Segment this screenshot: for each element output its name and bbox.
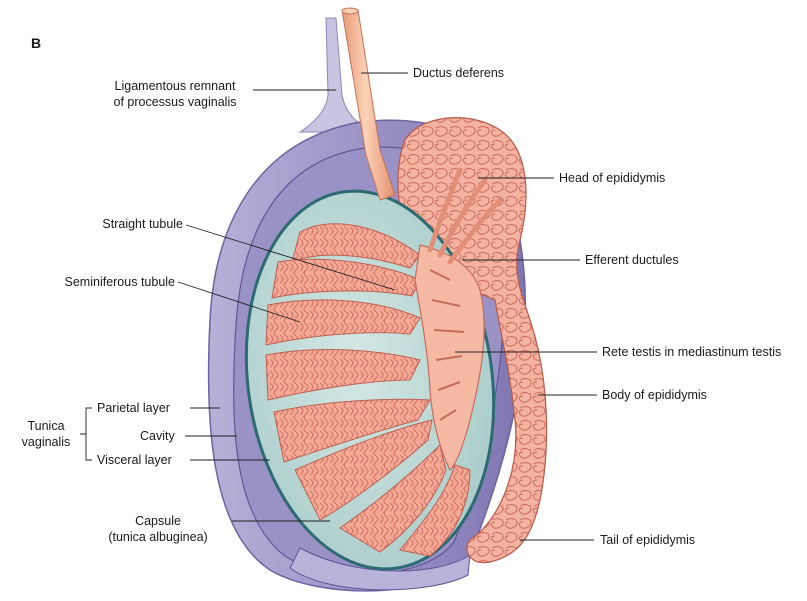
label-capsule-line2: (tunica albuginea) bbox=[86, 529, 230, 545]
label-tail-of-epididymis: Tail of epididymis bbox=[600, 532, 695, 548]
label-capsule-line1: Capsule bbox=[86, 513, 230, 529]
tunica-bracket bbox=[80, 408, 92, 460]
panel-letter: B bbox=[31, 35, 41, 51]
label-straight-tubule: Straight tubule bbox=[60, 216, 183, 232]
label-head-of-epididymis: Head of epididymis bbox=[559, 170, 665, 186]
label-ligamentous-remnant: Ligamentous remnant of processus vaginal… bbox=[100, 78, 250, 110]
label-efferent-ductules: Efferent ductules bbox=[585, 252, 679, 268]
label-rete-testis: Rete testis in mediastinum testis bbox=[602, 344, 781, 360]
label-parietal-layer: Parietal layer bbox=[97, 400, 170, 416]
label-cavity: Cavity bbox=[140, 428, 175, 444]
label-body-of-epididymis: Body of epididymis bbox=[602, 387, 707, 403]
label-seminiferous-tubule: Seminiferous tubule bbox=[20, 274, 175, 290]
label-ligamentous-line1: Ligamentous remnant bbox=[100, 78, 250, 94]
label-ligamentous-line2: of processus vaginalis bbox=[100, 94, 250, 110]
label-tunica-line2: vaginalis bbox=[14, 434, 78, 450]
label-tunica-vaginalis: Tunica vaginalis bbox=[14, 418, 78, 450]
label-capsule: Capsule (tunica albuginea) bbox=[86, 513, 230, 545]
label-visceral-layer: Visceral layer bbox=[97, 452, 172, 468]
label-tunica-line1: Tunica bbox=[14, 418, 78, 434]
label-ductus-deferens: Ductus deferens bbox=[413, 65, 504, 81]
